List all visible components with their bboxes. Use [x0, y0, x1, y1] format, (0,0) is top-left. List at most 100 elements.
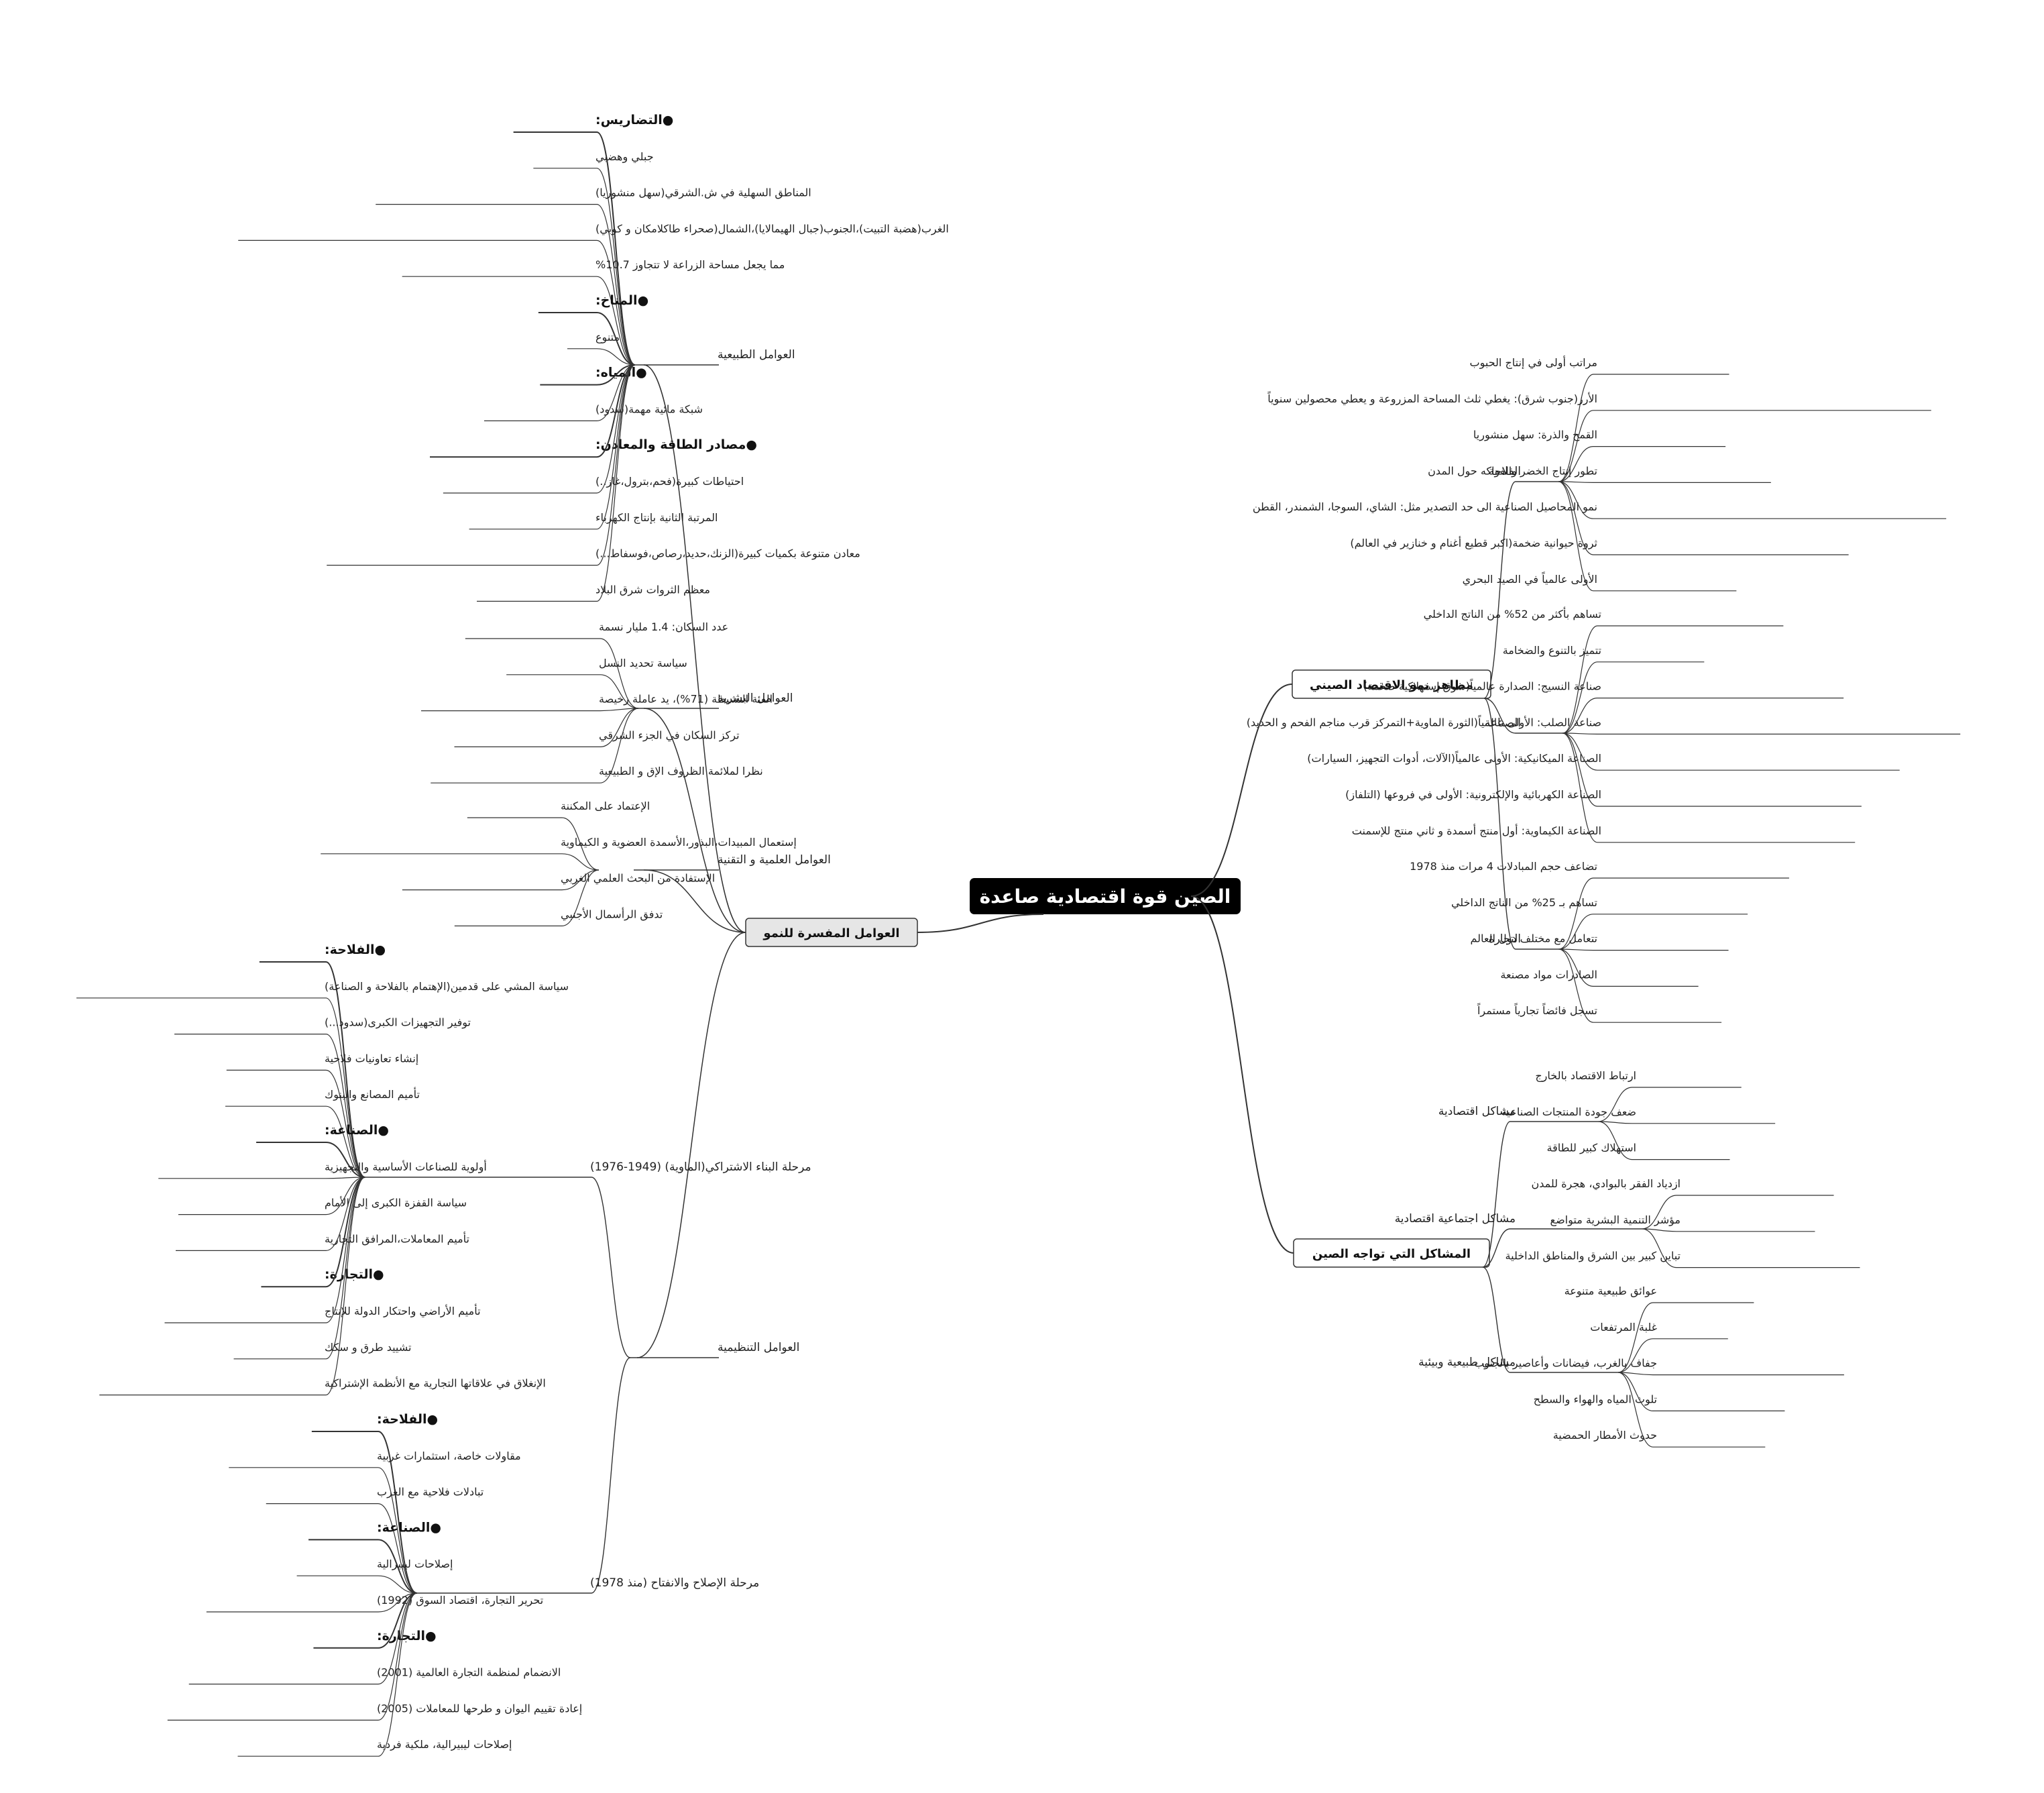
connector-line [378, 1539, 417, 1594]
connector-line [600, 708, 639, 747]
connector-line [1558, 877, 1594, 950]
connector-line [1558, 374, 1594, 482]
leaf-item: استهلاك كبير للطاقة [1547, 1142, 1636, 1155]
section-heading: ●الفلاحة: [325, 942, 386, 957]
connector-line [596, 364, 636, 530]
connector-line [378, 1575, 417, 1594]
leaf-item: إصلاحات ليبيرالية، ملكية فردية [377, 1738, 512, 1751]
group-label: الفلاحة [1489, 465, 1521, 478]
root-label: الصين قوة اقتصادية صاعدة [980, 885, 1231, 908]
section-heading: ●التضاريس: [595, 113, 673, 127]
leaf-item: تبادلات فلاحية مع الغرب [377, 1486, 484, 1499]
connector-line [1558, 914, 1594, 950]
connector-line [378, 1592, 417, 1721]
group-label: العوامل البشرية [718, 692, 793, 705]
connector-line [1483, 698, 1516, 734]
leaf-item: الصناعة الميكانيكية: الأولى عالمياً(الآل… [1307, 751, 1601, 766]
connector-line [378, 1592, 417, 1649]
leaf-item: صناعة النسيج: الصدارة عالمياً(سوق إستهلا… [1363, 678, 1601, 694]
main-label-growth-factors: العوامل المفسرة للنمو [762, 926, 899, 940]
leaf-item: سياسة القفزة الكبرى إلى الأمام [325, 1196, 467, 1210]
leaf-item: تساهم بأكثر من 52% من الناتج الداخلي [1424, 606, 1601, 621]
leaf-item: الصادرات مواد مصنعة [1500, 968, 1597, 981]
connector-line [1482, 1266, 1511, 1373]
connector-line [917, 914, 1044, 933]
connector-line [596, 364, 636, 386]
leaf-item: عوائق طبيعية متنوعة [1565, 1285, 1657, 1298]
leaf-item: معظم الثروات شرق البلاد [595, 583, 710, 596]
connector-line [1483, 698, 1516, 950]
connector-line [561, 853, 600, 871]
connector-line [600, 708, 639, 712]
connector-line [325, 1177, 365, 1179]
connector-line [1642, 1195, 1677, 1230]
connector-line [1563, 732, 1598, 771]
connector-line [1617, 1372, 1654, 1376]
leaf-item: تأميم المعاملات،المرافق التجارية [325, 1231, 469, 1246]
connector-line [1563, 661, 1598, 734]
leaf-item: مراتب أولى في إنتاج الحبوب [1470, 356, 1597, 370]
root-node [970, 878, 1241, 914]
connector-line [378, 1467, 417, 1594]
leaf-item: جفاف بالغرب، فيضانات وأعاصير بالجنوب [1474, 1356, 1657, 1370]
connector-line [1598, 1087, 1633, 1122]
connector-line [378, 1592, 417, 1685]
connector-line [596, 312, 636, 366]
group-label: مشاكل اقتصادية [1438, 1105, 1516, 1118]
connector-line [378, 1503, 417, 1594]
leaf-item: الفئة النشيطة (71%)، يد عاملة رخيصة [599, 693, 773, 706]
group-label: الصناعة [1485, 716, 1521, 730]
connector-line [1558, 481, 1594, 555]
connector-line [378, 1592, 417, 1757]
connector-line [1642, 1228, 1677, 1232]
connector-line [1558, 446, 1594, 482]
leaf-item: المناطق السهلية في ش.الشرقي(سهل منشوريا) [595, 186, 811, 200]
connector-line [1598, 1121, 1633, 1160]
leaf-item: مؤشر التنمية البشرية متواضع [1550, 1213, 1681, 1227]
leaf-item: تدفق الرأسمال الأجنبي [561, 907, 663, 921]
connector-line [378, 1592, 417, 1613]
connector-line [600, 674, 639, 709]
leaf-item: تسجل فائضاً تجارياً مستمراً [1477, 1003, 1597, 1018]
section-heading: ●المناخ: [595, 293, 648, 308]
connector-line [1563, 732, 1598, 807]
phase-label: مرحلة الإصلاح والانفتاح (منذ 1978) [590, 1576, 759, 1590]
connector-line [1558, 948, 1594, 1023]
leaf-item: عدد السكان: 1.4 مليار نسمة [599, 620, 728, 634]
leaf-item: الغرب(هضبة التبيت)،الجنوب(جبال الهيمالاي… [595, 222, 949, 235]
connector-line [1598, 1121, 1633, 1124]
leaf-item: الإعتماد على المكننة [561, 800, 650, 812]
leaf-item: احتياطات كبيرة(فحم،بترول،غاز..) [595, 475, 744, 488]
section-heading: ●الصناعة: [377, 1520, 441, 1535]
leaf-item: تساهم بـ 25% من الناتج الداخلي [1451, 896, 1597, 910]
leaf-item: إصلاحات ليبيرالية [377, 1558, 453, 1571]
leaf-item: نمو المحاصيل الصناعية الى حد التصدير مثل… [1253, 500, 1597, 514]
group-label: التجارة [1489, 932, 1521, 946]
connector-line [596, 168, 636, 366]
connector-line [643, 708, 746, 933]
phase-label: مرحلة البناء الاشتراكي(الماوية) (1949-19… [590, 1160, 811, 1174]
leaf-item: سياسة المشي على قدمين(الإهتمام بالفلاحة … [325, 980, 569, 993]
connector-line [561, 817, 600, 871]
leaf-item: صناعة الصلب: الأولى عالمياً(الثورة الماو… [1247, 714, 1601, 730]
connector-line [591, 1357, 631, 1594]
group-label: مشاكل طبيعية وبيئية [1418, 1356, 1516, 1369]
connector-line [1558, 481, 1594, 592]
leaf-item: متنوع [595, 331, 620, 344]
leaf-item: مقاولات خاصة، استثمارات غربية [377, 1450, 521, 1463]
leaf-item: حدوث الأمطار الحمضية [1553, 1428, 1657, 1442]
leaf-item: الإنغلاق في علاقاتها التجارية مع الأنظمة… [325, 1376, 546, 1391]
connector-line [643, 364, 746, 933]
connector-line [1642, 1228, 1677, 1268]
connector-line [596, 131, 636, 366]
leaf-item: ارتباط الاقتصاد بالخارج [1535, 1069, 1636, 1083]
connector-line [325, 1177, 365, 1288]
leaf-item: معادن متنوعة بكميات كبيرة(الزنك،حديد،رصا… [595, 547, 860, 561]
leaf-item: سياسة تحديد النسل [599, 657, 687, 669]
group-label: مشاكل اجتماعية اقتصادية [1395, 1212, 1516, 1226]
connector-line [1563, 732, 1598, 735]
connector-line [325, 1177, 365, 1323]
connector-line [596, 364, 636, 421]
section-heading: ●الفلاحة: [377, 1412, 438, 1427]
section-heading: ●التجارة: [325, 1267, 384, 1282]
